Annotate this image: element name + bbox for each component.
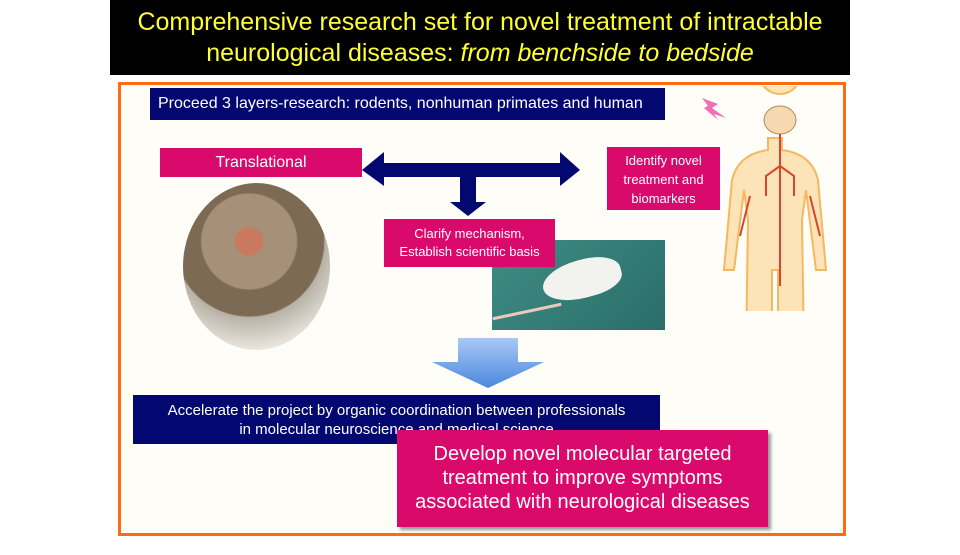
develop-line: associated with neurological diseases — [415, 491, 750, 513]
proceed-box: Proceed 3 layers-research: rodents, nonh… — [150, 88, 665, 120]
slide-title: Comprehensive research set for novel tre… — [110, 0, 850, 75]
develop-line: Develop novel molecular targeted — [433, 443, 732, 465]
monkey-photo — [183, 183, 330, 350]
title-line-2: neurological diseases: from benchside to… — [110, 38, 850, 69]
title-line-1: Comprehensive research set for novel tre… — [137, 8, 823, 36]
identify-box: Identify novel treatment and biomarkers — [607, 147, 720, 210]
accelerate-line: Accelerate the project by organic coordi… — [167, 402, 626, 419]
identify-line: treatment and — [623, 172, 704, 187]
develop-box: Develop novel molecular targeted treatme… — [397, 430, 768, 527]
develop-line: treatment to improve symptoms — [442, 467, 723, 489]
clarify-line: Clarify mechanism, — [414, 226, 525, 241]
down-arrow-icon — [432, 338, 544, 388]
t-arrow-icon — [362, 152, 580, 216]
identify-line: biomarkers — [631, 191, 696, 206]
translational-box: Translational — [160, 148, 362, 177]
identify-line: Identify novel — [625, 153, 702, 168]
human-body-icon — [702, 86, 828, 311]
clarify-line: Establish scientific basis — [399, 244, 540, 259]
clarify-box: Clarify mechanism, Establish scientific … — [384, 219, 555, 267]
title-plain: neurological diseases: — [206, 39, 461, 67]
title-italic: from benchside to bedside — [460, 39, 754, 67]
